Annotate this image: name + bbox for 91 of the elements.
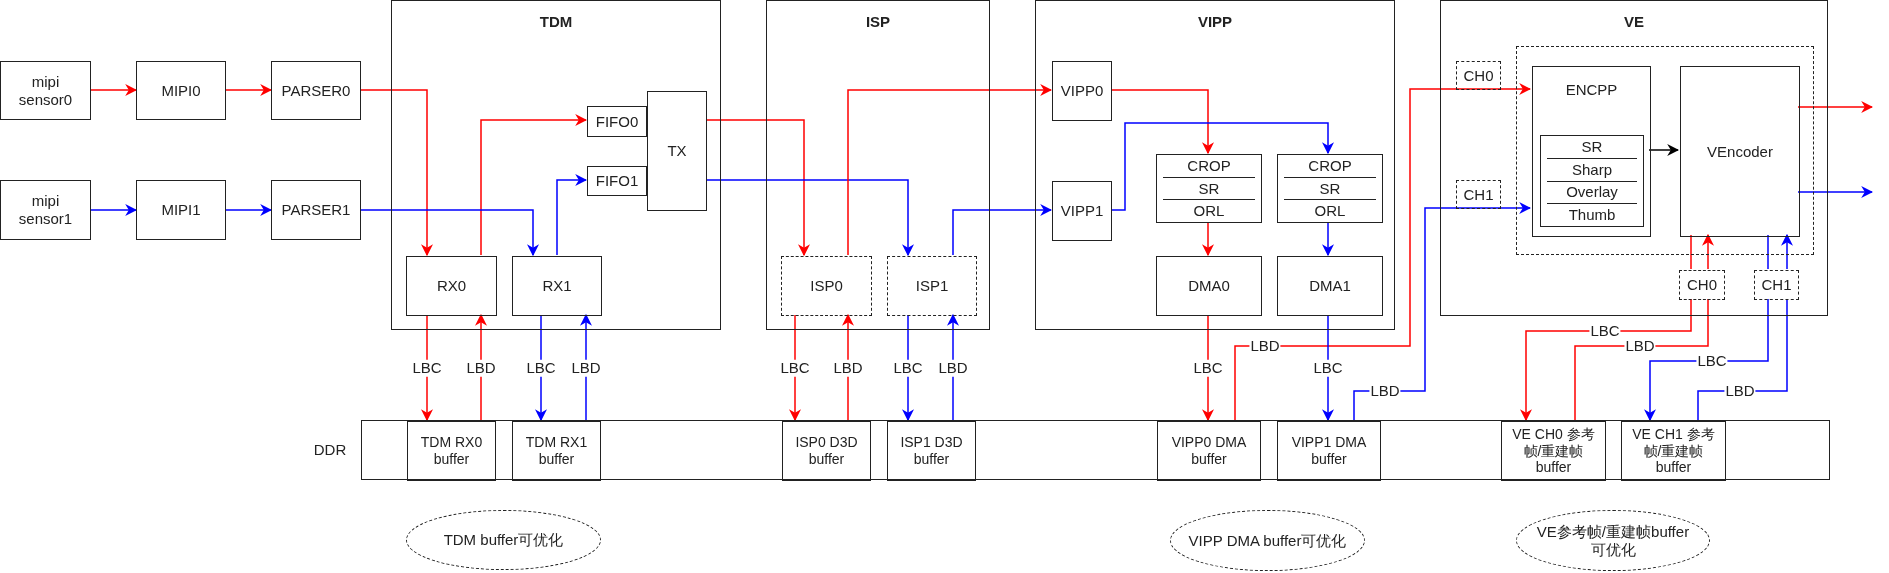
buffer-cell: TDM RX1 buffer	[512, 421, 601, 481]
edge-label: LBD	[832, 359, 864, 377]
channel-box: ISP1	[887, 256, 977, 316]
edge-label: LBD	[465, 359, 497, 377]
process-box: RX1	[512, 256, 602, 316]
stack-row-text: Thumb	[1567, 205, 1617, 226]
arrow	[480, 114, 588, 256]
process-box: VIPP1	[1052, 181, 1112, 241]
stack-row-text: ORL	[1192, 201, 1226, 222]
module-box	[391, 0, 721, 330]
module-box	[766, 0, 990, 330]
channel-box: CH1	[1456, 180, 1501, 209]
edge-label: LBC	[1312, 359, 1344, 377]
channel-box: CH0	[1679, 270, 1725, 300]
arrow	[225, 204, 273, 216]
box-title: VE	[1623, 13, 1645, 31]
stack-row: SR	[1163, 177, 1255, 201]
register-stack	[1277, 154, 1383, 223]
arrow	[1110, 122, 1334, 211]
edge-label: LBC	[892, 359, 924, 377]
box-title: VIPP	[1196, 13, 1234, 31]
arrow	[1781, 233, 1793, 270]
buffer-cell: VE CH1 参考帧/重建帧buffer	[1621, 421, 1726, 481]
arrow	[1797, 186, 1874, 198]
stack-row: SR	[1547, 136, 1637, 159]
stack-row-text: ORL	[1313, 201, 1347, 222]
box-title: ENCPP	[1564, 81, 1619, 99]
module-box	[1440, 0, 1828, 316]
arrow	[1353, 202, 1532, 421]
stack-row: CROP	[1163, 155, 1255, 178]
module-box	[1035, 0, 1395, 330]
process-box: MIPI0	[136, 61, 226, 120]
process-box: VEncoder	[1680, 66, 1800, 237]
arrow	[1702, 233, 1714, 270]
process-box: MIPI1	[136, 180, 226, 240]
module-box	[1532, 66, 1651, 237]
group-box	[1516, 46, 1814, 255]
arrow	[1322, 221, 1334, 257]
arrow	[360, 89, 433, 257]
buffer-cell: ISP1 D3D buffer	[887, 421, 976, 481]
buffer-cell: VIPP1 DMA buffer	[1277, 421, 1381, 481]
process-box: PARSER1	[271, 180, 361, 240]
edge-label: LBD	[937, 359, 969, 377]
arrow	[1797, 101, 1874, 113]
buffer-cell: ISP0 D3D buffer	[782, 421, 871, 481]
arrow	[556, 174, 588, 256]
stack-row: Overlay	[1547, 181, 1637, 205]
arrow	[1648, 144, 1680, 156]
buffer-cell: VE CH0 参考帧/重建帧buffer	[1501, 421, 1606, 481]
arrow	[1202, 221, 1214, 257]
buffer-cell: TDM RX0 buffer	[407, 421, 496, 481]
register-stack	[1156, 154, 1262, 223]
edge-label: LBC	[525, 359, 557, 377]
arrow	[847, 84, 1053, 256]
arrow	[1520, 298, 1692, 422]
buffer-cell: VIPP0 DMA buffer	[1157, 421, 1261, 481]
process-box: FIFO0	[587, 106, 647, 137]
arrow	[90, 204, 138, 216]
process-box: VIPP0	[1052, 61, 1112, 121]
stack-row: CROP	[1284, 155, 1376, 178]
edge-label: LBC	[1192, 359, 1224, 377]
process-box: PARSER0	[271, 61, 361, 120]
process-box: TX	[647, 91, 707, 211]
arrow	[705, 179, 914, 257]
channel-box: ISP0	[781, 256, 872, 316]
box-title: ISP	[864, 13, 892, 31]
process-box: mipi sensor1	[0, 180, 91, 240]
box-title: TDM	[538, 13, 574, 31]
process-box: FIFO1	[587, 166, 647, 196]
arrow	[952, 204, 1053, 256]
channel-box: CH0	[1456, 61, 1501, 90]
process-box: DMA1	[1277, 256, 1383, 316]
connector-line	[1767, 234, 1769, 270]
channel-box: CH1	[1754, 270, 1799, 300]
process-box: DMA0	[1156, 256, 1262, 316]
arrow	[1110, 89, 1214, 155]
connector-line	[1690, 234, 1692, 270]
arrow	[1234, 83, 1532, 421]
register-stack	[1540, 135, 1644, 227]
edge-label: LBC	[779, 359, 811, 377]
memory-bar	[361, 420, 1830, 480]
stack-row: SR	[1284, 177, 1376, 201]
stack-row: Sharp	[1547, 158, 1637, 182]
process-box: RX0	[406, 256, 497, 316]
arrow	[360, 209, 539, 257]
edge-label: LBD	[570, 359, 602, 377]
arrow	[705, 119, 810, 257]
arrow	[90, 84, 138, 96]
process-box: mipi sensor0	[0, 61, 91, 120]
arrow	[225, 84, 273, 96]
edge-label: LBC	[411, 359, 443, 377]
